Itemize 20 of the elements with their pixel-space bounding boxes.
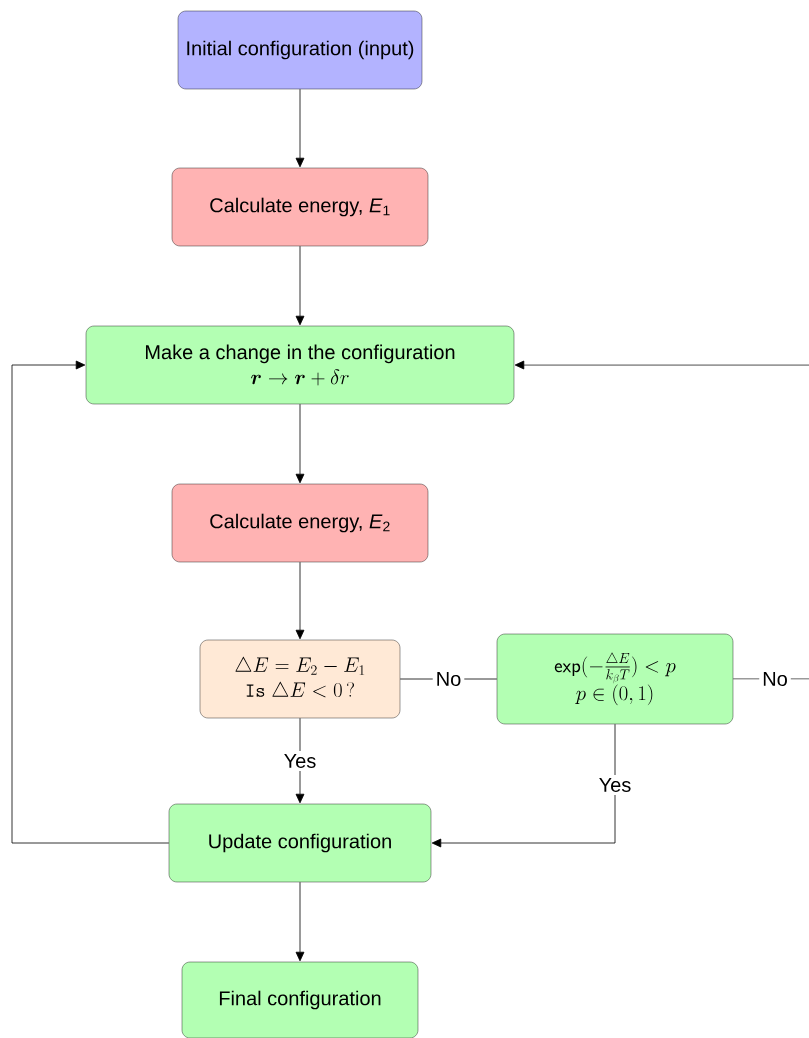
start-box: Initial configuration (input) (177, 10, 423, 90)
end-box: Final configuration (181, 961, 419, 1038)
edge-label: Yes (280, 751, 320, 771)
edge-label: No (759, 669, 791, 689)
process-box: Calculate energy, E$_{1}$ (171, 167, 429, 247)
arrow (295, 245, 305, 326)
edge-label: No (432, 669, 465, 689)
process-box: Make a change in the configuration $\boldsymbol{r} \to \boldsymbol{r} + \delta r$ (85, 325, 515, 405)
arrow (431, 723, 616, 848)
process-box: Update configuration (168, 803, 432, 883)
edge-label: Yes (595, 775, 635, 795)
decision-box: $\triangle E = E_2 - E_1$ $\texttt{Is}~\triangle E < 0\,?$ (199, 639, 401, 719)
decision-box: $\mathsf{exp}(-\tfrac{\triangle E}{k_\beta T}) < p$ $p \in (0,1)$ (496, 633, 734, 725)
arrow (295, 561, 305, 640)
arrow (295, 88, 305, 168)
arrow (514, 360, 809, 680)
process-box: Calculate energy, E$_{2}$ (171, 483, 429, 563)
arrow (295, 403, 305, 484)
arrow (11, 360, 170, 844)
arrow (295, 881, 305, 962)
